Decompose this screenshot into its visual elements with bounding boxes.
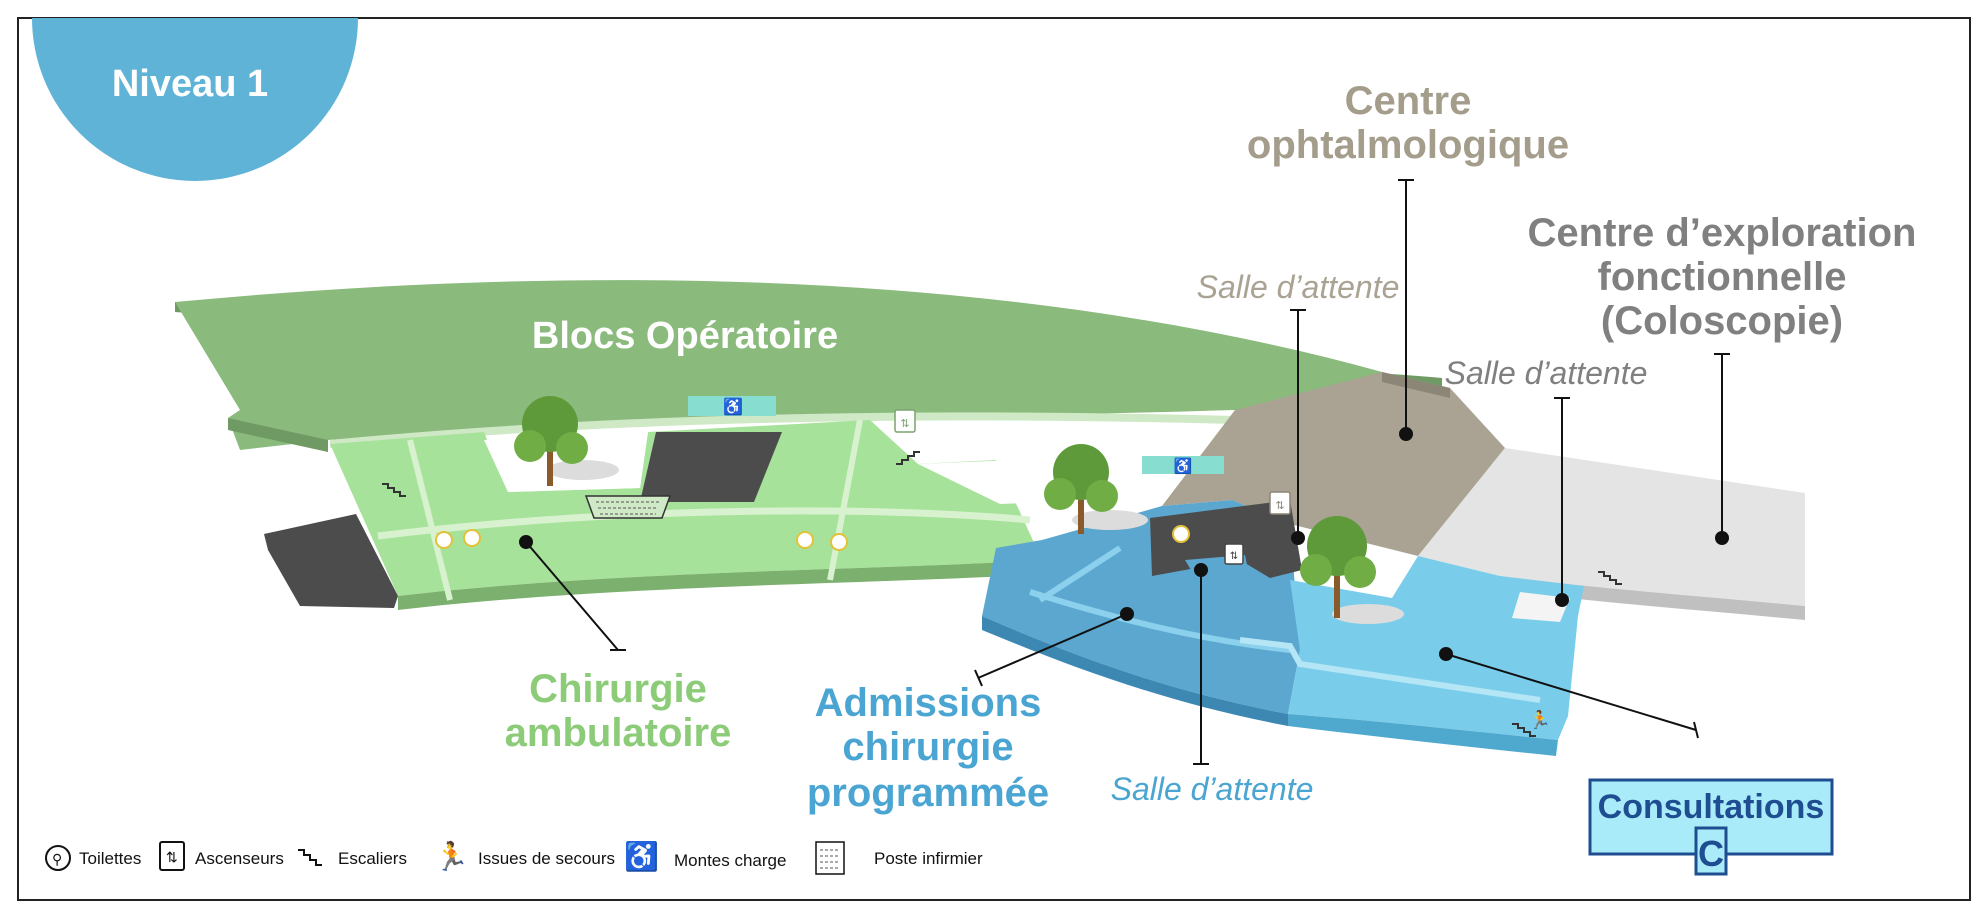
- wheelchair-icon: ♿: [1142, 456, 1224, 475]
- label-exploration-line-2: fonctionnelle: [1598, 255, 1847, 299]
- legend-ascenseurs: ⇅ Ascenseurs: [159, 841, 284, 871]
- wheelchair-icon: ♿: [624, 840, 659, 873]
- legend-label-secours: Issues de secours: [478, 849, 615, 868]
- legend-label-monte-charge: Montes charge: [674, 851, 786, 870]
- label-ophtalmologique: Centre ophtalmologique: [1247, 79, 1569, 167]
- svg-text:🏃: 🏃: [1529, 709, 1551, 730]
- label-chirurgie-line-1: Chirurgie: [529, 667, 707, 711]
- legend-label-toilettes: Toilettes: [79, 849, 141, 868]
- toilet-icon: [435, 525, 1190, 551]
- emergency-exit-icon: 🏃: [434, 840, 469, 872]
- stairs-icon: [382, 451, 1622, 737]
- legend: ⚲ Toilettes ⇅ Ascenseurs Escaliers 🏃 Iss…: [45, 840, 983, 875]
- label-ophtalmo-line-2: ophtalmologique: [1247, 123, 1569, 167]
- leader-lines: [519, 179, 1730, 765]
- zone-blocs-operatoire: [175, 280, 1450, 452]
- elevator-icon: ⇅: [894, 409, 916, 433]
- consultations-letter: C: [1698, 833, 1724, 874]
- label-admissions-line-2: chirurgie: [842, 725, 1013, 769]
- elevator-icon: ⇅: [1269, 491, 1291, 515]
- stairs-icon: [298, 849, 322, 866]
- legend-label-ascenseurs: Ascenseurs: [195, 849, 284, 868]
- label-salle-attente-exploration: Salle d’attente: [1445, 355, 1648, 391]
- label-salle-attente-ophtalmo: Salle d’attente: [1197, 269, 1400, 305]
- legend-monte-charge: ♿ Montes charge: [624, 840, 786, 873]
- level-badge: Niveau 1: [32, 18, 358, 181]
- legend-label-escaliers: Escaliers: [338, 849, 407, 868]
- zone-consultations: [1239, 556, 1584, 756]
- svg-text:⇅: ⇅: [900, 418, 909, 430]
- svg-text:♿: ♿: [723, 397, 743, 416]
- nurse-station-icon: [815, 841, 845, 875]
- map-border: [17, 17, 1971, 901]
- svg-text:⇅: ⇅: [166, 849, 178, 865]
- svg-text:♿: ♿: [1174, 457, 1193, 475]
- label-admissions-line-3: programmée: [807, 771, 1049, 815]
- elevator-icon: [159, 841, 185, 871]
- label-ophtalmo-line-1: Centre: [1345, 79, 1472, 123]
- tree-icon: [1044, 444, 1148, 534]
- label-exploration-line-1: Centre d’exploration: [1528, 211, 1917, 255]
- wheelchair-icon: ♿: [688, 396, 776, 416]
- legend-label-poste: Poste infirmier: [874, 849, 983, 868]
- legend-toilettes: ⚲ Toilettes: [45, 845, 141, 871]
- emergency-exit-icon: 🏃: [1529, 709, 1551, 730]
- consultations-sign: Consultations C: [1588, 778, 1834, 876]
- legend-escaliers: Escaliers: [298, 849, 407, 868]
- nurse-station-icon: [584, 495, 672, 519]
- elevator-icon: ⇅: [1224, 543, 1244, 565]
- level-label: Niveau 1: [112, 63, 268, 105]
- label-admissions-line-1: Admissions: [815, 681, 1042, 725]
- tree-icon: [1300, 516, 1404, 624]
- label-exploration: Centre d’exploration fonctionnelle (Colo…: [1528, 211, 1917, 343]
- consultations-title: Consultations: [1598, 788, 1825, 826]
- zone-chirurgie-ambulatoire: [264, 419, 1042, 610]
- label-exploration-line-3: (Coloscopie): [1601, 299, 1843, 343]
- label-salle-attente-admissions: Salle d’attente: [1111, 771, 1314, 807]
- legend-secours: 🏃 Issues de secours: [434, 840, 615, 872]
- svg-text:⇅: ⇅: [1230, 551, 1238, 562]
- label-chirurgie-line-2: ambulatoire: [505, 711, 732, 755]
- zone-ophtalmologique: [1162, 372, 1505, 556]
- label-chirurgie: Chirurgie ambulatoire: [505, 667, 732, 755]
- svg-text:⇅: ⇅: [1275, 500, 1284, 512]
- legend-poste: Poste infirmier: [815, 841, 983, 875]
- label-admissions: Admissions chirurgie programmée: [807, 681, 1049, 815]
- label-blocs-operatoire: Blocs Opératoire: [532, 315, 838, 357]
- tree-icon: [514, 396, 619, 486]
- toilet-icon: [45, 845, 71, 871]
- svg-text:⚲: ⚲: [52, 851, 62, 867]
